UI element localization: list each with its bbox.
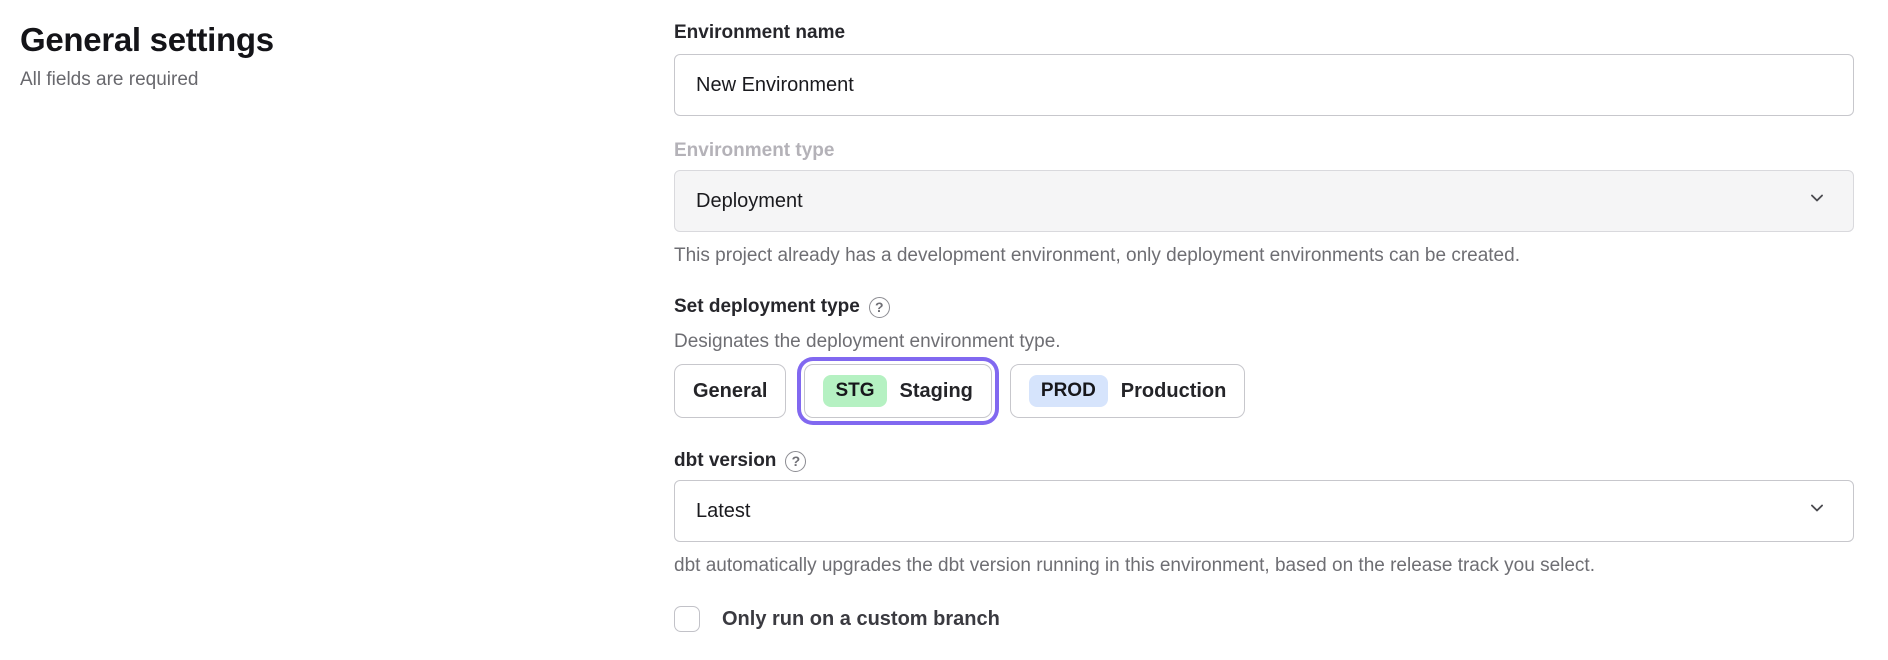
custom-branch-row: Only run on a custom branch (674, 606, 1854, 632)
deployment-type-general-label: General (693, 379, 768, 402)
custom-branch-checkbox[interactable] (674, 606, 700, 632)
deployment-type-production-button[interactable]: PROD Production (1009, 364, 1246, 418)
page-title: General settings (20, 21, 274, 58)
custom-branch-label[interactable]: Only run on a custom branch (722, 607, 1000, 630)
general-settings-form: Environment name Environment type Deploy… (674, 20, 1854, 632)
production-badge: PROD (1028, 375, 1108, 407)
settings-header: General settings All fields are required (20, 20, 640, 92)
deployment-type-general-button[interactable]: General (674, 364, 787, 418)
deployment-type-staging-button[interactable]: STG Staging (804, 364, 992, 418)
page-subtitle: All fields are required (20, 69, 199, 90)
deployment-type-staging-label: Staging (899, 379, 973, 402)
help-icon[interactable]: ? (785, 450, 807, 472)
dbt-version-label-text: dbt version (674, 450, 777, 471)
environment-type-helper: This project already has a development e… (674, 245, 1520, 266)
deployment-type-label-text: Set deployment type (674, 296, 860, 317)
deployment-type-options: General STG Staging PROD Production (674, 364, 1854, 418)
staging-badge: STG (823, 375, 887, 407)
dbt-version-select[interactable]: Latest (674, 480, 1854, 542)
deployment-type-helper: Designates the deployment environment ty… (674, 331, 1061, 352)
deployment-type-production-label: Production (1120, 379, 1227, 402)
help-icon[interactable]: ? (868, 296, 890, 318)
environment-type-value: Deployment (696, 189, 803, 212)
environment-name-label: Environment name (674, 22, 846, 43)
environment-type-select: Deployment (674, 170, 1854, 232)
dbt-version-value: Latest (696, 499, 751, 522)
environment-name-input[interactable] (674, 54, 1854, 116)
dbt-version-helper: dbt automatically upgrades the dbt versi… (674, 555, 1595, 576)
dbt-version-label: dbt version ? (674, 448, 1854, 474)
deployment-type-label: Set deployment type ? (674, 294, 1854, 320)
chevron-down-icon (1808, 499, 1826, 523)
chevron-down-icon (1808, 189, 1826, 213)
environment-type-label: Environment type (674, 140, 835, 161)
